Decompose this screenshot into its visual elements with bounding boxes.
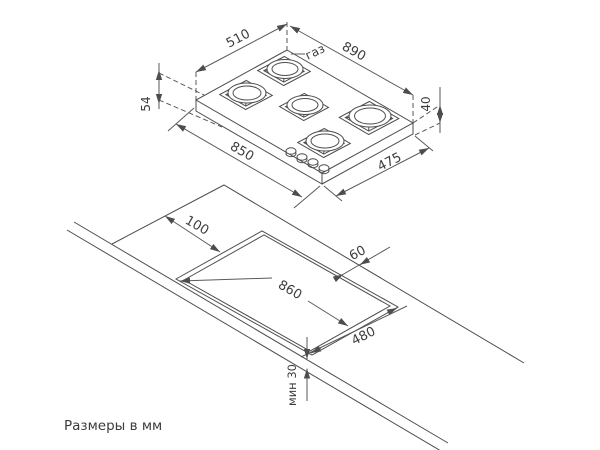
dim-850: 850 (167, 107, 321, 209)
dim-label-860: 860 (275, 278, 304, 303)
dim-100: 100 (164, 213, 221, 253)
cutout-outline (174, 230, 400, 356)
dim-label-510: 510 (224, 26, 253, 51)
control-knobs (285, 147, 330, 175)
dim-min30: мин 30 (285, 337, 311, 406)
dim-label-54: 54 (139, 96, 153, 111)
dim-60: 60 (332, 243, 391, 283)
gas-callout: газ (291, 41, 327, 63)
hob-drawing: 510 890 газ 54 40 (139, 22, 444, 209)
dim-label-100: 100 (182, 213, 211, 238)
dim-label-480: 480 (349, 324, 378, 349)
burner-center (278, 92, 330, 122)
worktop-drawing: 100 60 860 480 мин 30 (66, 184, 525, 450)
dim-label-40: 40 (419, 96, 433, 111)
burner-right (338, 100, 400, 136)
burner-front (296, 127, 352, 159)
dim-54: 54 (139, 63, 223, 128)
units-note: Размеры в мм (64, 418, 162, 434)
burner-left (218, 79, 274, 111)
dim-480: 480 (300, 305, 408, 358)
burner-back (256, 55, 312, 87)
dim-label-60: 60 (347, 243, 369, 264)
dim-40: 40 (412, 87, 444, 136)
cutout-inner-edge (182, 234, 392, 352)
dim-860: 860 (179, 277, 349, 327)
dim-label-min30: мин 30 (285, 364, 299, 406)
worktop-back-edge (111, 184, 525, 364)
worktop-front-edge (66, 221, 449, 450)
dim-label-475: 475 (375, 150, 404, 175)
dim-label-890: 890 (339, 39, 368, 64)
